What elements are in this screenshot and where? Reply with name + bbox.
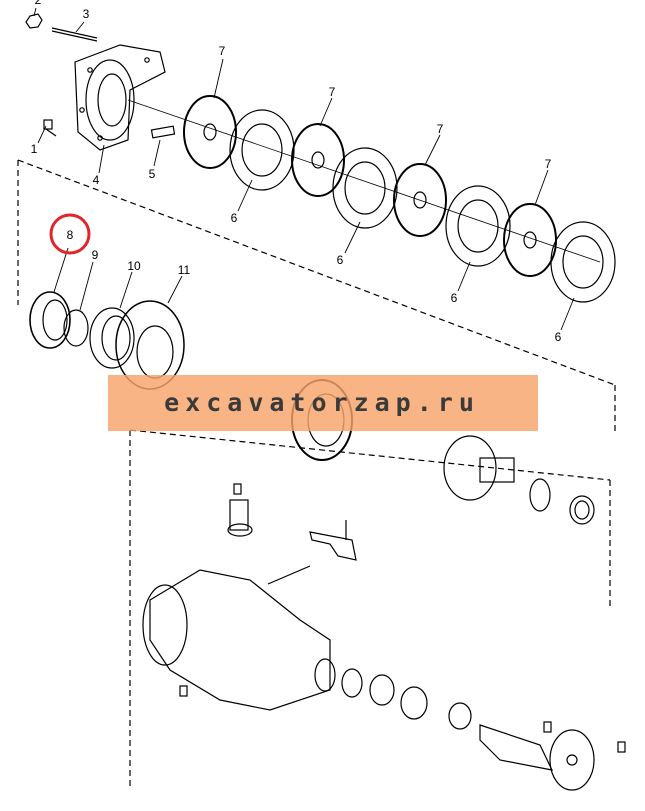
friction-disc [183,95,237,169]
planet-carrier-hub [443,435,515,501]
seal-ring [29,291,71,349]
callout-label-3: 3 [83,7,90,21]
friction-disc [393,163,447,237]
steel-plate [332,147,398,229]
callout-label-1: 1 [31,142,38,156]
highlight-circle [49,213,91,255]
callout-label-10: 10 [127,259,141,273]
callout-label-11: 11 [178,263,191,277]
callout-label-7: 7 [329,85,336,99]
callout-label-6: 6 [231,211,238,225]
wheel-bolt [179,483,626,753]
axle-housing [142,499,331,711]
callout-label-8: 8 [67,228,74,242]
callout-label-2: 2 [35,0,42,7]
upper-assembly-outline [17,159,616,432]
piston [89,307,135,369]
watermark-band [108,375,538,431]
axle-shaft [479,724,595,791]
steel-plate [550,221,616,303]
brake-housing [74,44,166,151]
bearing [529,478,551,512]
callout-label-7: 7 [219,44,226,58]
bearing [314,658,363,698]
linkage-bracket [309,520,357,561]
lower-assembly-outline [129,429,611,790]
callout-label-9: 9 [92,248,99,262]
center-axis [127,99,601,263]
retaining-ring [63,309,89,347]
long-stud [267,565,311,585]
callout-label-7: 7 [545,157,552,171]
stud-bolt [51,27,98,42]
callout-label-6: 6 [555,330,562,344]
callout-label-6: 6 [451,291,458,305]
callout-label-7: 7 [437,122,444,136]
nut [25,13,43,29]
callout-labels: 1 2 3 4 5 6 6 6 6 7 7 7 7 8 9 10 11 [31,0,562,344]
steel-plate [445,185,511,267]
friction-disc [291,123,345,197]
dowel-pin [150,125,176,139]
friction-disc [503,203,557,277]
seal [448,702,472,730]
steel-plate [229,109,295,191]
callout-label-6: 6 [337,253,344,267]
watermark-text: excavatorzap.ru [164,388,480,417]
seal [569,495,595,525]
callout-label-4: 4 [93,173,100,187]
callout-label-5: 5 [149,167,156,181]
small-bolt [43,119,57,137]
leader-lines [33,7,575,331]
bearing [369,674,428,720]
